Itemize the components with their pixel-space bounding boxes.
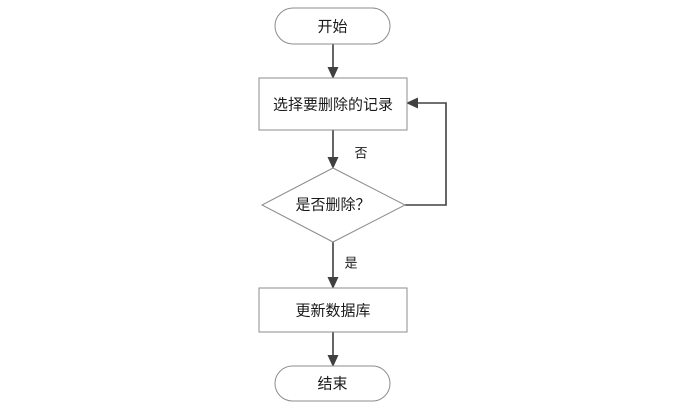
node-select-record-label: 选择要删除的记录 bbox=[273, 96, 393, 114]
node-start[interactable]: 开始 bbox=[274, 7, 391, 45]
edge-line-decision-no-loop bbox=[405, 102, 447, 206]
edge-label-yes: 是 bbox=[344, 257, 357, 272]
node-select-record-shape[interactable] bbox=[258, 77, 408, 131]
node-select-record[interactable]: 选择要删除的记录 bbox=[258, 77, 408, 131]
node-update-database-label: 更新数据库 bbox=[295, 302, 370, 320]
edge-start-to-select bbox=[327, 44, 339, 79]
edge-decision-no-loop bbox=[405, 97, 447, 206]
node-start-label: 开始 bbox=[317, 18, 347, 36]
node-end-shape[interactable] bbox=[274, 365, 391, 402]
node-decision[interactable]: 是否删除？ bbox=[260, 167, 407, 243]
node-update-database[interactable]: 更新数据库 bbox=[258, 287, 408, 333]
edge-label-no: 否 bbox=[354, 147, 367, 162]
arrowhead-decision-yes bbox=[327, 277, 339, 289]
node-end[interactable]: 结束 bbox=[274, 365, 391, 402]
arrowhead-update-to-end bbox=[327, 355, 339, 367]
edge-update-to-end bbox=[327, 332, 339, 367]
node-decision-label: 是否删除？ bbox=[295, 196, 370, 214]
edge-select-to-decision bbox=[327, 130, 339, 169]
node-decision-shape[interactable] bbox=[260, 167, 407, 243]
arrowhead-decision-no-loop bbox=[406, 97, 418, 109]
node-end-label: 结束 bbox=[317, 375, 347, 393]
node-update-database-shape[interactable] bbox=[258, 287, 408, 333]
arrowhead-start-to-select bbox=[327, 67, 339, 79]
arrowhead-select-to-decision bbox=[327, 157, 339, 169]
edge-decision-yes bbox=[327, 242, 339, 289]
node-start-shape[interactable] bbox=[274, 7, 391, 45]
